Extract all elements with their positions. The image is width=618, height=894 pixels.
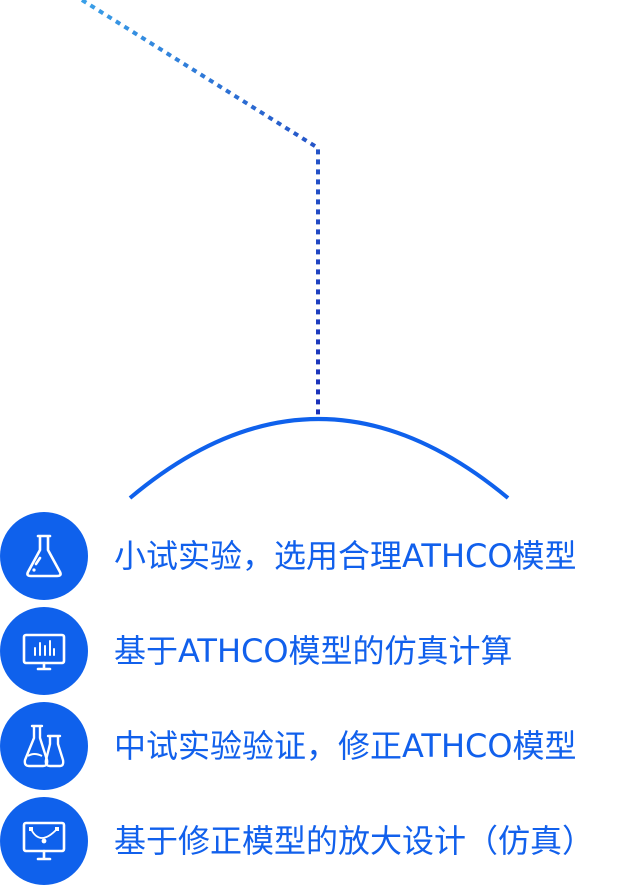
beakers-icon	[23, 724, 65, 768]
connector-graphic	[80, 0, 510, 500]
step-label: 小试实验，选用合理ATHCO模型	[114, 537, 577, 575]
flask-icon	[26, 534, 62, 578]
step-icon-circle	[0, 702, 88, 790]
dotted-connector-line	[80, 0, 320, 418]
step-item: 基于ATHCO模型的仿真计算	[0, 607, 618, 697]
step-item: 小试实验，选用合理ATHCO模型	[0, 512, 618, 602]
monitor-chart-icon	[22, 633, 66, 671]
arc	[128, 417, 510, 500]
step-label: 基于ATHCO模型的仿真计算	[114, 632, 513, 670]
design-monitor-icon	[22, 821, 66, 861]
step-icon-circle	[0, 512, 88, 600]
step-item: 基于修正模型的放大设计（仿真）	[0, 797, 618, 887]
step-label: 基于修正模型的放大设计（仿真）	[114, 822, 595, 860]
step-item: 中试实验验证，修正ATHCO模型	[0, 702, 618, 792]
step-icon-circle	[0, 797, 88, 885]
step-icon-circle	[0, 607, 88, 695]
step-label: 中试实验验证，修正ATHCO模型	[114, 727, 577, 765]
